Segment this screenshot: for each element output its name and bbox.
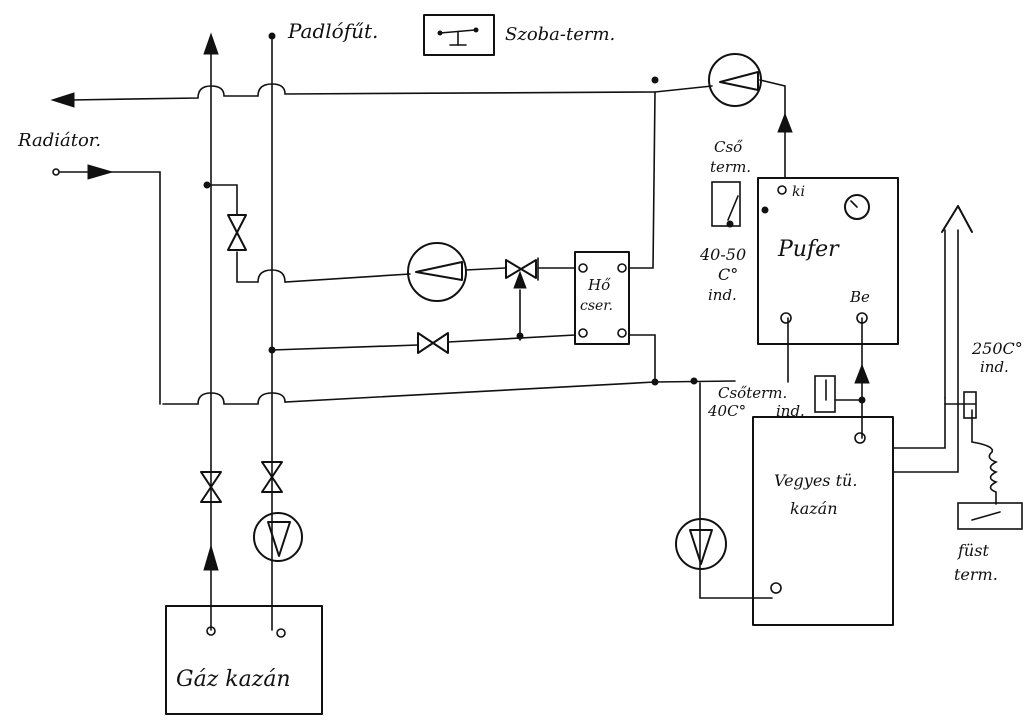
junction-dot-2 [203,181,211,189]
pipe-thermostat-bottom [814,375,836,413]
buffer-gauge [844,194,870,220]
label-temp-250: 250C° [971,339,1023,358]
thermostats [437,27,1023,530]
junction-dot-3 [516,332,524,340]
label-radiator: Radiátor. [17,130,101,151]
arrow-right-radiator [87,164,114,180]
label-pipe-thermostat-bottom-2: 40C° [707,402,746,420]
pump-top [708,53,762,107]
smoke-thermostat-coil [971,409,998,505]
valve-gas-supply [200,471,222,503]
label-pipe-thermostat-bottom-1: Csőterm. [718,384,787,402]
label-heat-exchanger-1: Hő [587,276,611,294]
pumps [253,53,870,570]
label-solid-fuel-boiler-1: Vegyes tü. [774,471,857,490]
valve-middle-line [417,332,449,354]
pipe-thermostat-top [711,181,741,227]
gas-boiler-box [165,605,323,715]
buffer-tank-box [757,177,899,345]
pump-solid-boiler [675,518,727,570]
three-way-valve-arrow [513,270,527,289]
label-pipe-thermostat-top-ind: ind. [708,286,737,304]
junction-dot-6 [268,346,276,354]
label-buffer: Pufer [777,237,840,262]
label-pipe-thermostat-bottom-ind: ind. [776,402,805,420]
valve-left-riser-branch [227,214,247,251]
label-buffer-in: Be [849,288,870,306]
junction-dot-4 [651,378,659,386]
junction-dot-9 [761,206,769,214]
heat-exchanger-box [574,251,630,345]
arrow-up-buffer [777,112,793,133]
label-pipe-thermostat-top-unit: C° [718,265,738,284]
label-pipe-thermostat-top-range: 40-50 [699,245,746,264]
arrow-up-left-riser [203,32,219,55]
label-gas-boiler: Gáz kazán [176,667,291,692]
room-thermostat-box [423,14,495,56]
label-temp-250-ind: ind. [980,358,1009,376]
temp-sensor-250 [963,391,977,419]
pump-gas-return [253,512,303,562]
label-smoke-thermostat-1: füst [957,541,989,560]
label-floor-heating: Padlófűt. [287,19,378,43]
gas-boiler-risers [210,37,273,631]
valve-gas-return [261,461,283,493]
junction-dot-5 [690,377,698,385]
label-buffer-out: ki [792,184,805,200]
valves [200,214,539,503]
main-piping [59,79,976,599]
label-pipe-thermostat-top-1: Cső [714,138,743,156]
arrow-left-radiator [50,92,75,108]
solid-fuel-boiler-box [752,416,894,626]
port-circles [52,168,868,638]
arrow-up-solid-boiler [854,363,870,384]
label-solid-fuel-boiler-2: kazán [790,499,838,518]
smoke-thermostat [957,502,1023,530]
arrow-up-gas-supply [203,544,219,571]
arrow-tip-floor [268,32,276,40]
label-pipe-thermostat-top-2: term. [710,158,751,176]
three-way-valve [505,259,537,279]
pump-middle [407,242,467,302]
flow-arrows [50,32,870,571]
junction-dot-1 [651,76,659,84]
label-heat-exchanger-2: cser. [580,298,613,314]
label-smoke-thermostat-2: term. [954,565,998,584]
label-room-thermostat: Szoba-term. [505,24,615,45]
